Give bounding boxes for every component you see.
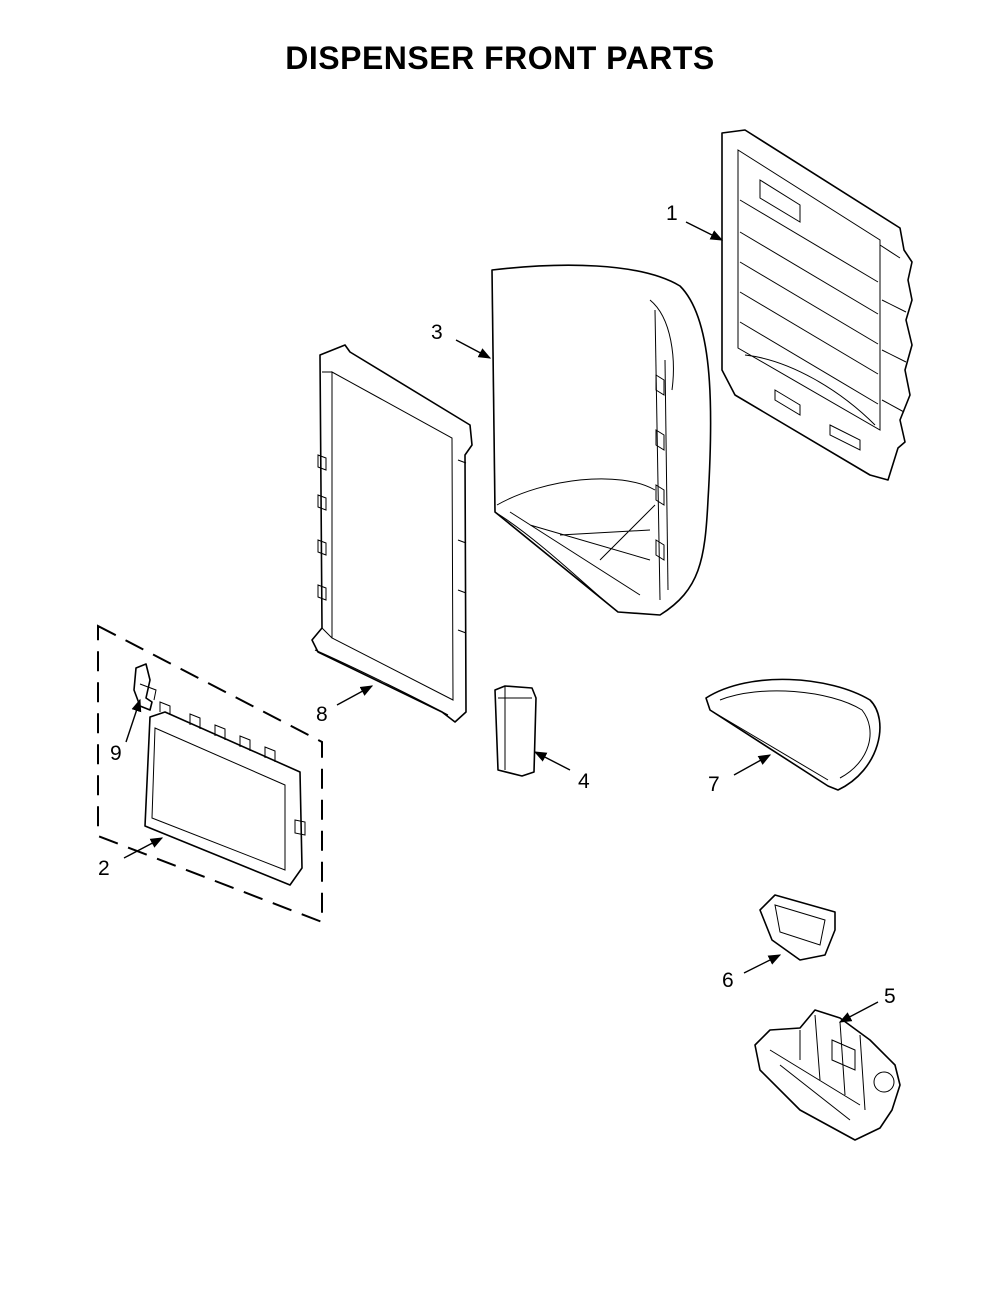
part-7-shelf-trim — [705, 678, 881, 791]
callout-7: 7 — [708, 773, 720, 796]
leader-3 — [455, 339, 492, 359]
leader-9 — [125, 698, 142, 743]
part-9-clip — [133, 663, 157, 711]
leader-8 — [336, 685, 374, 706]
leader-lines — [123, 221, 879, 1023]
callout-9: 9 — [110, 742, 122, 765]
callout-8: 8 — [316, 703, 328, 726]
leader-6 — [743, 954, 782, 974]
part-8-door-frame — [311, 344, 473, 723]
leader-4 — [533, 751, 571, 771]
callout-6: 6 — [722, 969, 734, 992]
page-title: DISPENSER FRONT PARTS — [285, 40, 715, 76]
leader-7 — [733, 754, 772, 776]
callout-4: 4 — [578, 770, 590, 793]
part-4-cover — [494, 685, 537, 777]
callout-3: 3 — [431, 321, 443, 344]
callout-5: 5 — [884, 985, 896, 1008]
callout-2: 2 — [98, 857, 110, 880]
callout-labels: 1 2 3 4 5 6 7 8 9 — [98, 202, 896, 1008]
part-2-display-panel — [144, 701, 306, 886]
leader-5 — [838, 1001, 879, 1023]
leader-2 — [123, 837, 164, 859]
kit-boundary — [97, 624, 323, 924]
part-3-ice-chute-shell — [491, 264, 712, 616]
part-5-mechanism-assembly — [754, 1009, 901, 1141]
callout-1: 1 — [666, 202, 678, 225]
part-6-bracket — [759, 894, 836, 961]
leader-1 — [685, 221, 724, 241]
part-1-dispenser-housing — [721, 129, 913, 481]
